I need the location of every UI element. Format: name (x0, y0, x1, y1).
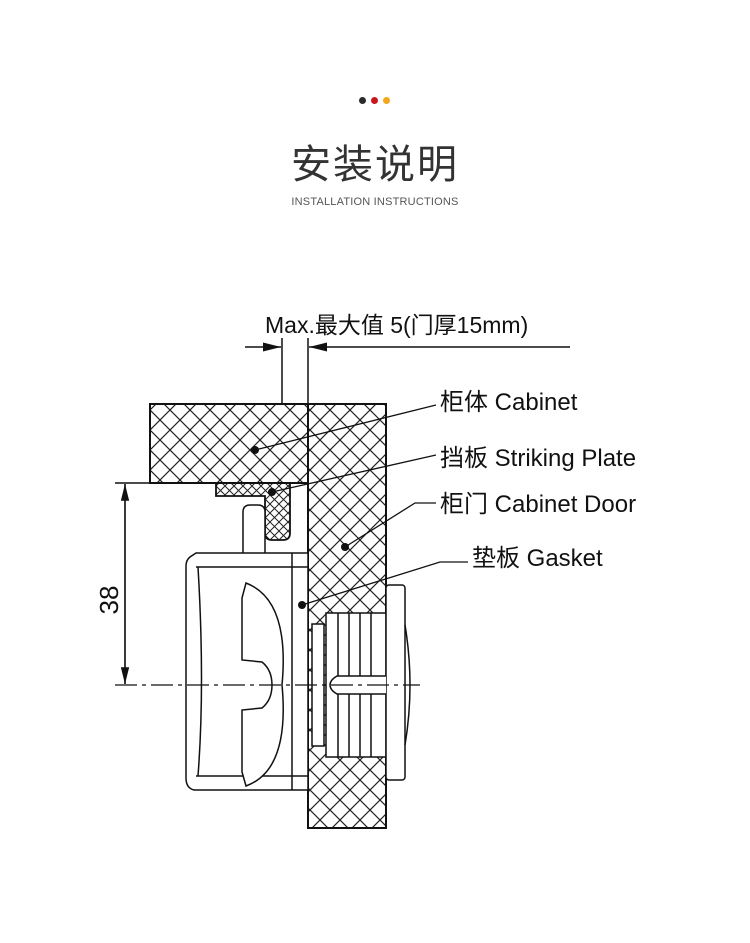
cabinet (149, 403, 309, 484)
lock-knob (311, 584, 411, 781)
label-cabinet-door: 柜门 Cabinet Door (440, 491, 636, 518)
label-striking-plate: 挡板 Striking Plate (440, 445, 636, 472)
dot-yellow (383, 97, 390, 104)
label-cabinet: 柜体 Cabinet (440, 389, 578, 416)
label-gasket: 垫板 Gasket (472, 545, 603, 572)
dot-dark (359, 97, 366, 104)
dot-red (371, 97, 378, 104)
latch-post (242, 504, 266, 553)
height-dimension (115, 482, 150, 684)
height-dimension-label: 38 (94, 586, 124, 615)
page-title: 安装说明 (291, 142, 459, 188)
max-dimension-label: Max.最大值 5(门厚15mm) (265, 312, 528, 338)
decorative-dots (359, 97, 390, 104)
leader-lines (254, 404, 468, 606)
leader-dots (251, 446, 349, 609)
page-subtitle: INSTALLATION INSTRUCTIONS (291, 196, 459, 208)
max-dimension (245, 338, 570, 404)
lock-body (185, 552, 309, 791)
